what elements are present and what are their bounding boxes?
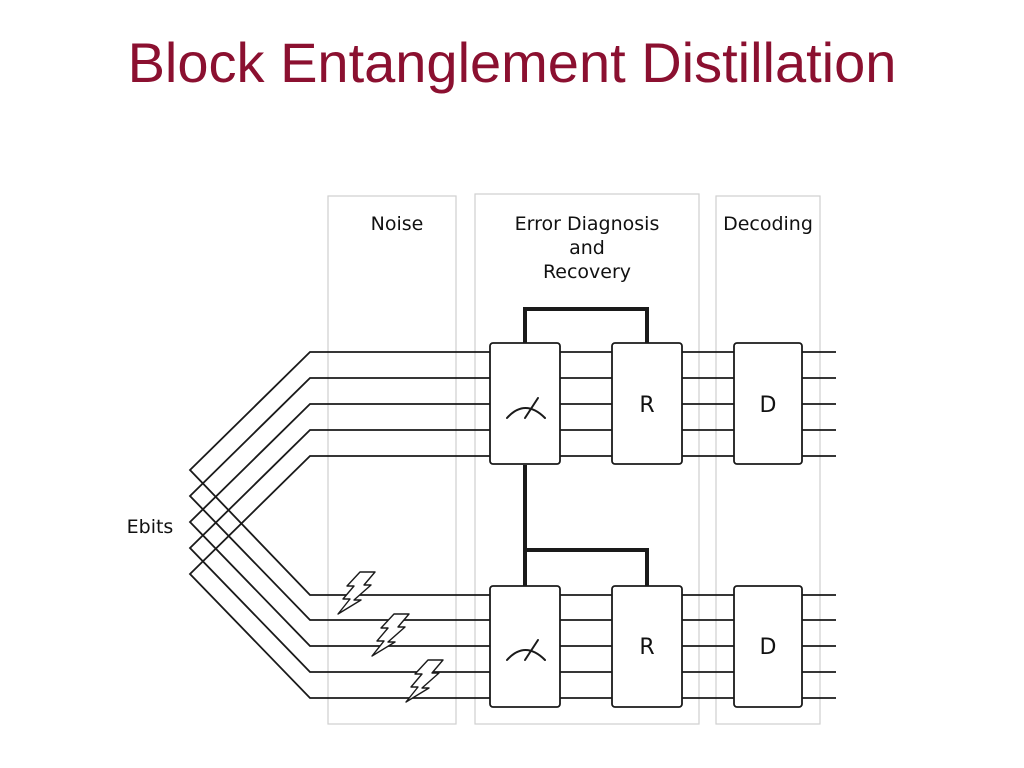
top-measure-box — [489, 342, 561, 465]
ebit-wire-1 — [188, 351, 490, 596]
bottom-measure-box — [489, 585, 561, 708]
ebit-wire-4 — [188, 429, 490, 673]
bottom-decoder-box — [733, 585, 803, 708]
bottom-recovery-label: R — [639, 635, 654, 660]
meter-icon — [506, 639, 546, 661]
bottom-recovery-box — [611, 585, 683, 708]
diagnosis-stage-label-line2: and — [569, 237, 605, 259]
bottom-decoder-label: D — [760, 635, 777, 660]
top-decoder-box — [733, 342, 803, 465]
lightning-icon — [405, 659, 444, 703]
lightning-icon — [337, 571, 376, 615]
ebit-wire-5 — [188, 455, 490, 699]
slide-title: Block Entanglement Distillation — [127, 31, 897, 94]
noise-stage-label: Noise — [371, 213, 424, 235]
bottom-output-wires — [802, 594, 836, 699]
classical-wires — [523, 307, 649, 586]
top-recovery-label: R — [639, 393, 654, 418]
top-decoder-label: D — [760, 393, 777, 418]
bottom-wires-measure-to-recovery — [560, 594, 612, 699]
diagnosis-stage-label-line1: Error Diagnosis — [515, 213, 660, 235]
ebits-label: Ebits — [127, 516, 174, 538]
decoding-stage-label: Decoding — [723, 213, 813, 235]
bottom-wires-recovery-to-decoder — [682, 594, 734, 699]
top-wires-measure-to-recovery — [560, 351, 612, 457]
meter-icon — [506, 397, 546, 419]
diagnosis-panel — [474, 193, 700, 725]
ebit-wire-3 — [188, 403, 490, 647]
ebit-wire-2 — [188, 377, 490, 621]
top-recovery-box — [611, 342, 683, 465]
bottom-classical-wire — [525, 548, 649, 586]
noise-panel — [327, 195, 457, 725]
top-classical-wire — [523, 307, 649, 343]
ebit-wires — [188, 351, 490, 699]
decoding-panel — [715, 195, 821, 725]
top-wires-recovery-to-decoder — [682, 351, 734, 457]
stage-panels — [327, 193, 821, 725]
top-output-wires — [802, 351, 836, 457]
gate-wires — [560, 351, 836, 699]
diagnosis-stage-label-line3: Recovery — [543, 261, 631, 283]
lightning-icon — [371, 613, 410, 657]
gate-boxes — [489, 342, 803, 708]
